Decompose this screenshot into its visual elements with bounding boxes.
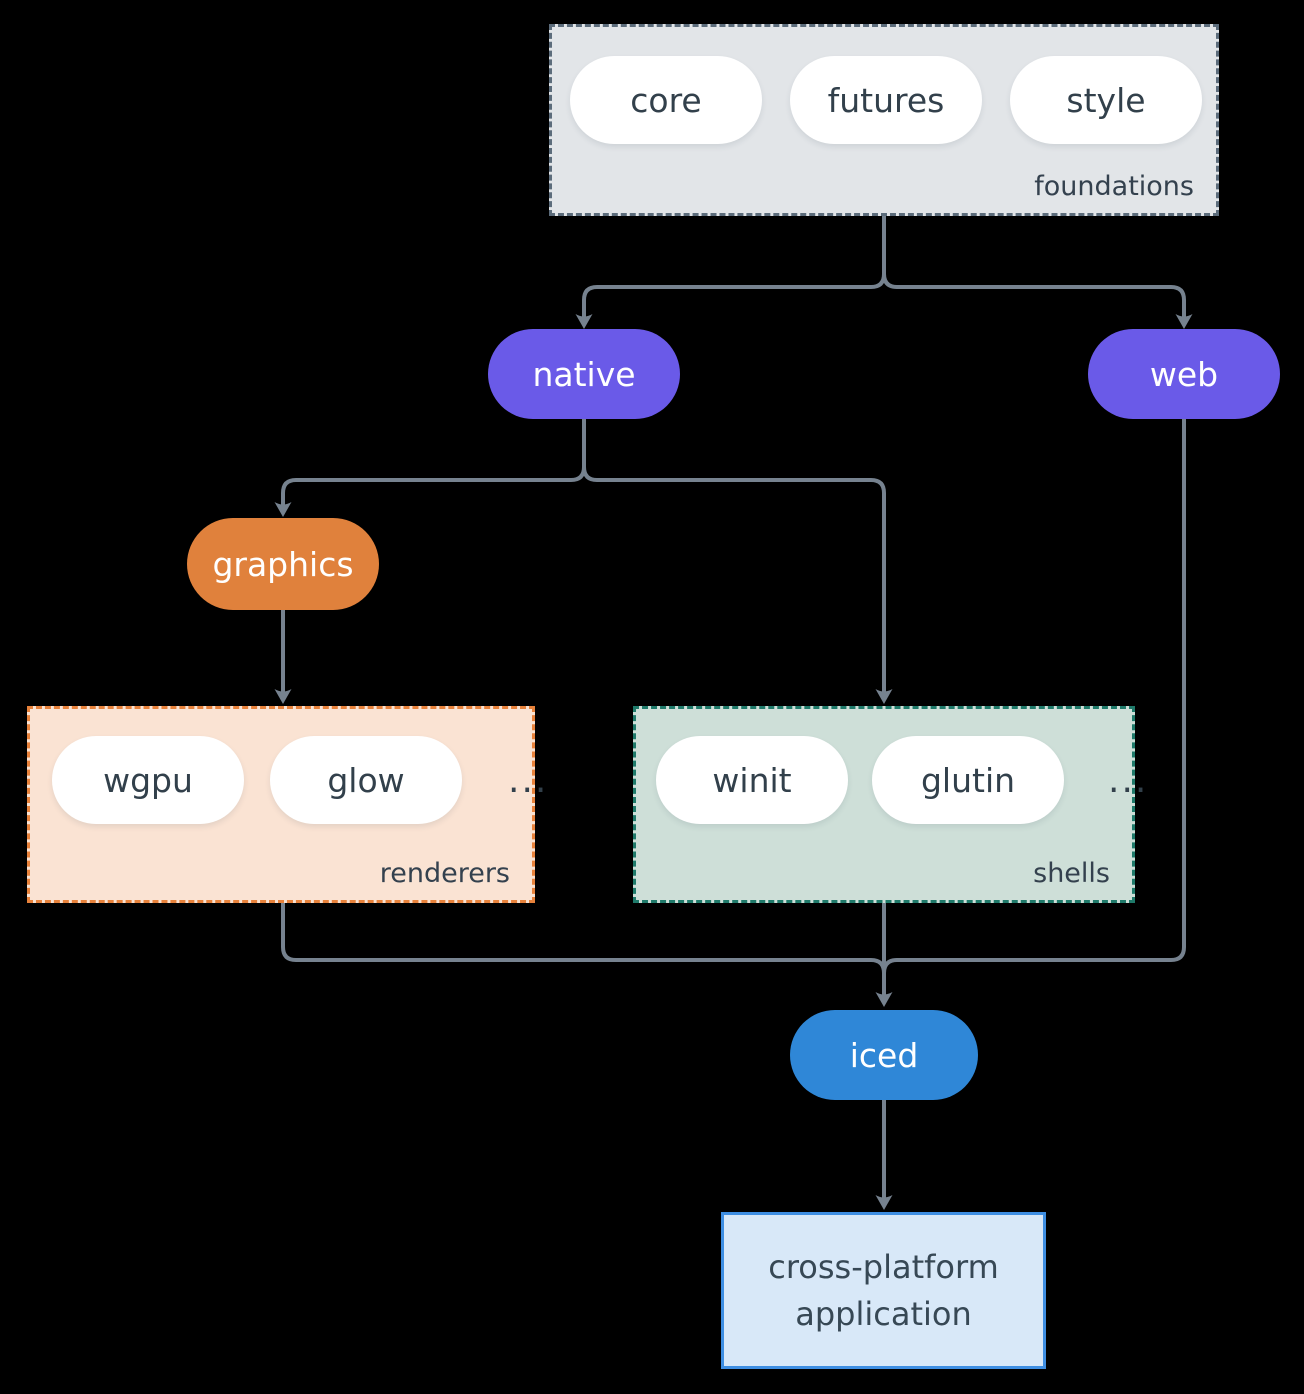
group-label-foundations: foundations xyxy=(1034,171,1194,202)
node-graphics: graphics xyxy=(187,518,379,610)
node-native: native xyxy=(488,329,680,419)
crate-glow: glow xyxy=(270,736,462,824)
edge-foundations-native xyxy=(582,216,886,317)
group-foundations: core futures style foundations xyxy=(549,24,1219,216)
arrowhead-renderers xyxy=(274,689,292,704)
arrowhead-shells xyxy=(875,689,893,704)
arrowhead-iced xyxy=(875,992,893,1007)
group-label-shells: shells xyxy=(1033,858,1110,889)
shells-ellipsis: ... xyxy=(1108,759,1149,801)
crate-futures: futures xyxy=(790,56,982,144)
foundations-pill-row: core futures style xyxy=(570,56,1216,144)
edge-native-shells xyxy=(582,419,886,692)
node-web: web xyxy=(1088,329,1280,419)
arrowhead-native xyxy=(575,314,593,329)
edge-foundations-web xyxy=(882,216,1186,317)
crate-glutin: glutin xyxy=(872,736,1064,824)
node-iced: iced xyxy=(790,1010,978,1100)
application-text-line1: cross-platform xyxy=(768,1247,999,1286)
edge-native-graphics xyxy=(281,419,586,505)
crate-core: core xyxy=(570,56,762,144)
group-renderers: wgpu glow ... renderers xyxy=(27,706,546,903)
group-label-renderers: renderers xyxy=(379,858,510,889)
arrowhead-graphics xyxy=(274,502,292,517)
edge-renderers-iced xyxy=(281,903,886,974)
crate-wgpu: wgpu xyxy=(52,736,244,824)
arrowhead-application xyxy=(875,1195,893,1210)
arrowhead-web xyxy=(1175,314,1193,329)
crate-style: style xyxy=(1010,56,1202,144)
renderers-pill-row: wgpu glow ... xyxy=(52,736,546,824)
renderers-ellipsis: ... xyxy=(508,759,549,801)
application-box: cross-platform application xyxy=(721,1212,1046,1369)
crate-winit: winit xyxy=(656,736,848,824)
group-shells: winit glutin ... shells xyxy=(633,706,1146,903)
application-text-line2: application xyxy=(795,1294,972,1333)
shells-pill-row: winit glutin ... xyxy=(656,736,1146,824)
